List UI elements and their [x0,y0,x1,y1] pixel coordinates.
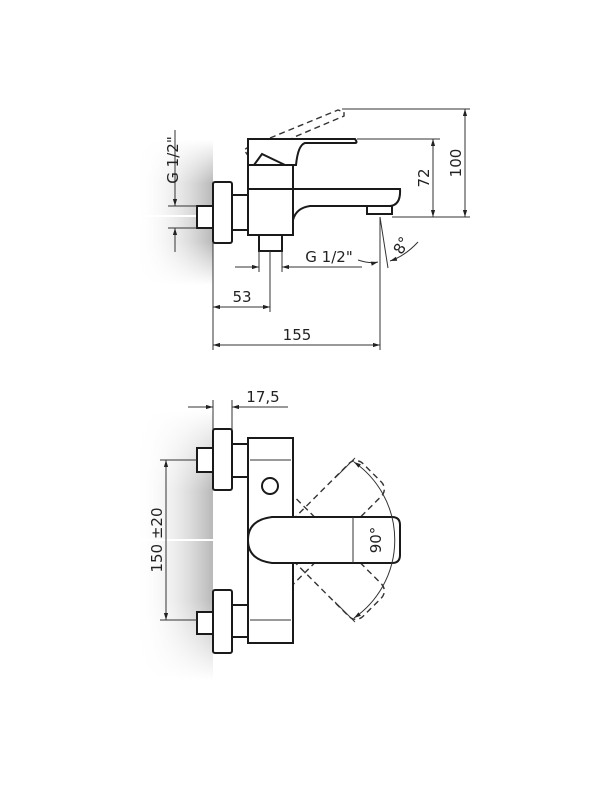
dim-height-spout: 72 [415,168,433,187]
dim-height-total: 100 [447,149,465,178]
front-view: 17,5 150 ±20 90 [135,388,401,680]
dim-thread-outlet: G 1/2" [305,248,352,266]
dim-angle-spout: 8° [390,234,414,258]
lever-open-position [269,109,345,139]
dim-length-total: 155 [283,326,312,344]
side-view: 100 72 G 1/2" G 1/2" 8° 53 155 [135,108,470,350]
dim-inlet-spacing: 150 ±20 [148,507,166,572]
dim-outlet-distance: 53 [232,288,251,306]
dim-lever-rotation: 90° [367,527,385,554]
dim-flange-depth: 17,5 [246,388,279,406]
mixer-front [196,428,401,654]
mixer-side [196,138,402,252]
dim-thread-wall: G 1/2" [164,136,182,183]
